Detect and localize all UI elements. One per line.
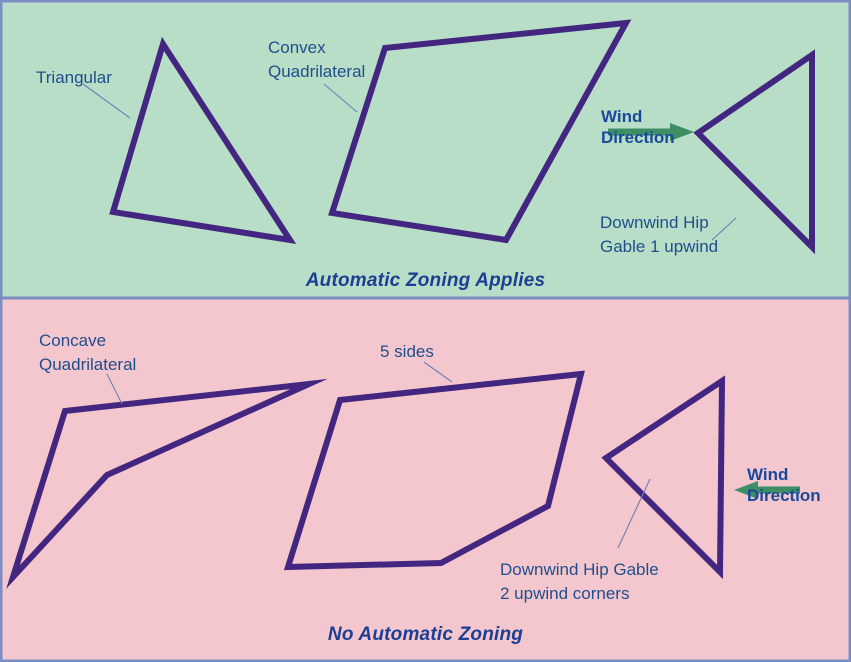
wind-direction-label-bottom: Wind Direction [747, 465, 821, 505]
leader-line-5-sides [423, 361, 453, 383]
annotation-downwind-hip-gable-2: Downwind Hip Gable 2 upwind corners [500, 560, 659, 604]
shape-pentagon-5-sides [283, 370, 585, 571]
shape-hip-gable-triangle-bottom [601, 375, 726, 580]
leader-line-downwind-hip-gable-2 [617, 478, 651, 549]
leader-line-concave-quadrilateral [106, 373, 123, 405]
panel-caption-automatic-zoning: Automatic Zoning Applies [305, 270, 546, 291]
annotation-5-sides: 5 sides [380, 342, 434, 361]
leader-line-downwind-hip-gable-1 [711, 217, 737, 241]
wind-arrow-bottom [734, 481, 800, 499]
annotation-triangular: Triangular [36, 68, 112, 87]
annotation-convex-quadrilateral: Convex Quadrilateral [268, 38, 366, 82]
panel-no-automatic-zoning-background [1, 299, 850, 661]
panel-caption-no-automatic-zoning: No Automatic Zoning [327, 624, 524, 645]
leader-line-convex-quadrilateral [323, 83, 358, 113]
shape-concave-quadrilateral [6, 378, 328, 589]
shape-convex-quadrilateral [328, 19, 632, 244]
annotation-downwind-hip-gable-1: Downwind Hip Gable 1 upwind [600, 213, 719, 257]
wind-arrow-top [608, 123, 694, 141]
leader-line-triangular [82, 83, 131, 119]
wind-direction-label-top: Wind Direction [601, 107, 675, 147]
annotation-concave-quadrilateral: Concave Quadrilateral [39, 331, 137, 375]
panel-automatic-zoning-background [1, 1, 850, 297]
shape-triangle [109, 36, 297, 245]
shape-hip-gable-triangle-top [693, 49, 815, 255]
